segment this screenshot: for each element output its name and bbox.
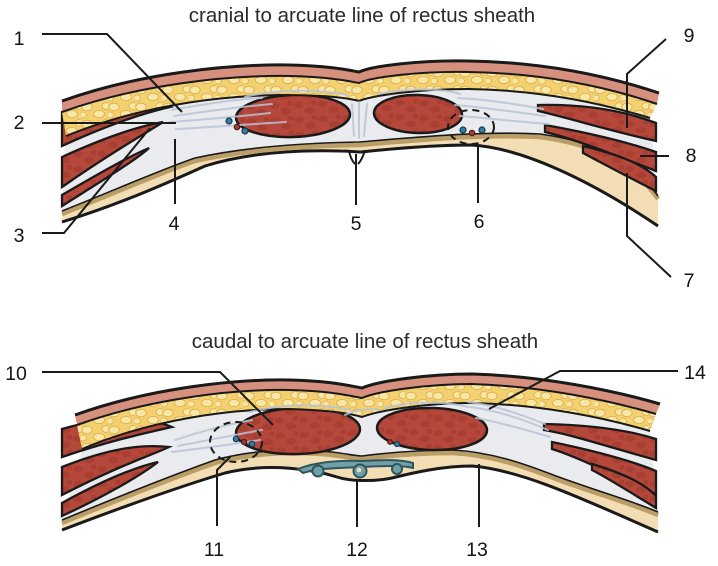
- label-6: 6: [474, 211, 485, 233]
- skin-caudal: [75, 374, 660, 425]
- posterior-line-caudal: [61, 449, 659, 521]
- transversus-left-caudal: [60, 460, 159, 518]
- rectus-abdominis-right-caudal: [375, 406, 489, 452]
- number-labels: 1 2 3 4 5 6 7 8 9 10 11 12 13 14: [5, 25, 706, 561]
- skin-bottom-outline-caudal: [76, 382, 657, 426]
- rectus-abdominis-right-cranial: [372, 93, 464, 135]
- cranial-section-illustration: [60, 59, 660, 228]
- umbilical-ligament-band: [296, 459, 414, 479]
- leader-9: [626, 38, 667, 128]
- transversalis-fascia-caudal: [61, 450, 659, 526]
- midline-notch-cranial: [348, 149, 366, 165]
- dashed-circle-caudal: [209, 421, 263, 463]
- skin-bottom-outline-cranial: [61, 70, 658, 113]
- label-12: 12: [346, 539, 368, 561]
- label-14: 14: [684, 362, 706, 384]
- skin-top-outline-cranial: [61, 59, 660, 103]
- transversus-right-caudal: [590, 462, 658, 511]
- subcutaneous-fat-cranial: [62, 71, 657, 136]
- label-5: 5: [351, 213, 362, 235]
- epigastric-vessels-left-caudal: [232, 435, 256, 448]
- leader-7: [626, 173, 672, 278]
- rectus-sheath-fascia-caudal: [62, 403, 658, 522]
- label-7: 7: [684, 270, 695, 292]
- transversus-left-cranial: [60, 146, 150, 209]
- leader-14: [488, 370, 678, 410]
- label-1: 1: [14, 28, 25, 50]
- peritoneum-outline-caudal: [61, 464, 659, 534]
- epigastric-vessels-right-cranial: [459, 126, 486, 137]
- label-13: 13: [466, 539, 488, 561]
- label-9: 9: [684, 25, 695, 47]
- fat-bottom-outline-caudal: [81, 401, 651, 450]
- label-8: 8: [686, 145, 697, 167]
- label-2: 2: [14, 112, 25, 134]
- epigastric-vessels-left-cranial: [225, 117, 249, 135]
- peritoneum-outline-cranial: [61, 143, 659, 228]
- label-4: 4: [169, 213, 180, 235]
- leader-1: [42, 33, 183, 113]
- peritoneum-layer-caudal: [62, 450, 658, 532]
- caudal-title: caudal to arcuate line of rectus sheath: [192, 330, 538, 353]
- internal-oblique-left-caudal: [60, 444, 174, 497]
- dashed-circle-cranial: [447, 109, 495, 145]
- leader-3: [42, 127, 151, 234]
- label-3: 3: [14, 225, 25, 247]
- subcutaneous-fat-caudal: [77, 384, 656, 449]
- leader-10: [42, 371, 274, 426]
- fat-bottom-outline-cranial: [65, 87, 651, 137]
- label-11: 11: [204, 539, 224, 561]
- skin-top-outline-caudal: [74, 372, 661, 417]
- urachus-lumen: [356, 467, 362, 473]
- epigastric-vessels-mid-caudal: [387, 439, 401, 448]
- label-10: 10: [5, 363, 27, 385]
- leader-lines: [42, 33, 678, 527]
- transversalis-fascia-cranial: [61, 133, 660, 217]
- aponeurosis-streaks-cranial: [169, 88, 549, 139]
- external-oblique-right-caudal: [542, 422, 658, 462]
- transversus-right-cranial: [581, 144, 658, 193]
- caudal-section-illustration: [60, 372, 661, 534]
- cranial-title: cranial to arcuate line of rectus sheath: [189, 4, 535, 27]
- leader-11: [216, 455, 232, 526]
